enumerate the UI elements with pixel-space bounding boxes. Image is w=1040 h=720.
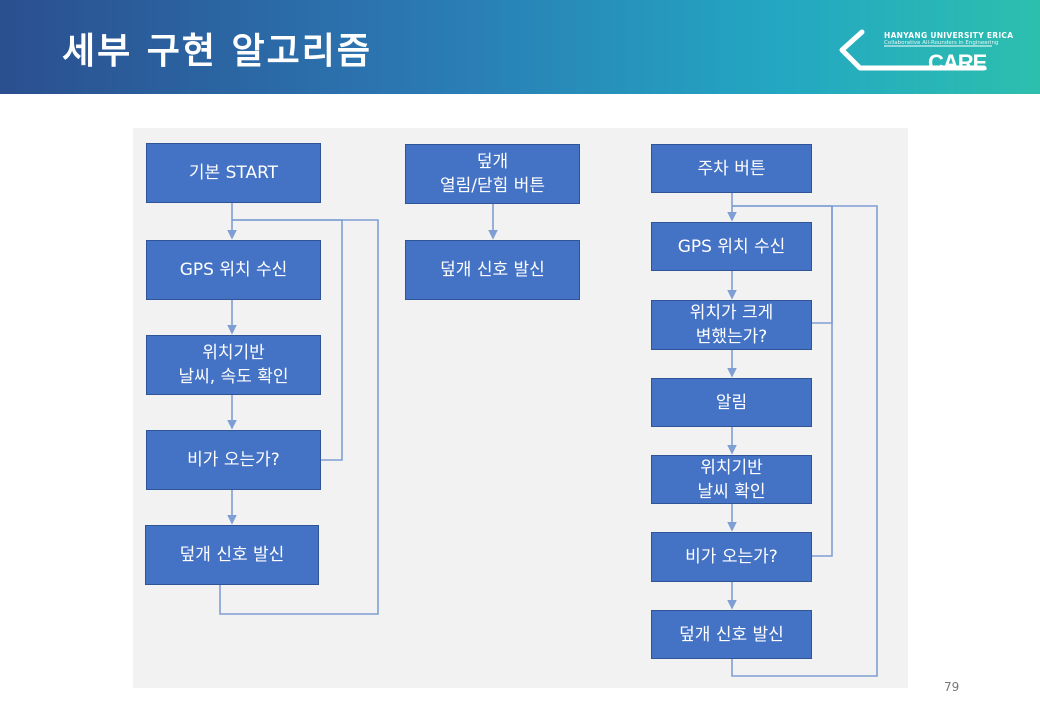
left-weather-box: 위치기반 날씨, 속도 확인 [146, 335, 321, 395]
left-start-box: 기본 START [146, 143, 321, 203]
right-button-box: 주차 버튼 [651, 144, 812, 193]
left-gps-box: GPS 위치 수신 [146, 240, 321, 300]
page-number: 79 [944, 680, 960, 694]
logo-chevron-icon [839, 29, 992, 71]
middle-signal-box: 덮개 신호 발신 [405, 240, 580, 300]
right-gps-box: GPS 위치 수신 [651, 222, 812, 271]
care-logo: HANYANG UNIVERSITY ERICA Collaborative A… [836, 28, 1013, 76]
right-alarm-box: 알림 [651, 378, 812, 427]
header-bar: 세부 구현 알고리즘 HANYANG UNIVERSITY ERICA Coll… [0, 0, 1040, 94]
middle-button-box: 덮개 열림/닫힘 버튼 [405, 144, 580, 204]
left-signal-box: 덮개 신호 발신 [145, 525, 319, 585]
logo-university: HANYANG UNIVERSITY ERICA [884, 31, 1014, 40]
logo-name: CARE [928, 50, 987, 75]
left-rain-decision-box: 비가 오는가? [146, 430, 321, 490]
slide-title: 세부 구현 알고리즘 [62, 31, 373, 72]
right-weather-box: 위치기반 날씨 확인 [651, 455, 812, 504]
right-moved-decision-box: 위치가 크게 변했는가? [651, 300, 812, 350]
right-rain-decision-box: 비가 오는가? [651, 532, 812, 582]
right-signal-box: 덮개 신호 발신 [651, 610, 812, 659]
logo-subtitle: Collaborative All-Rounders in Engineerin… [884, 40, 999, 46]
